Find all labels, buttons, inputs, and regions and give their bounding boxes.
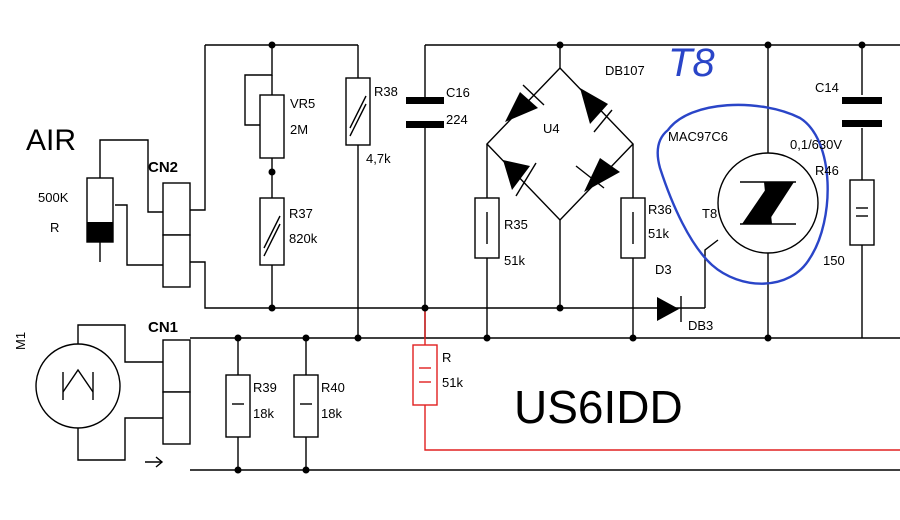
label-bridge: DB107: [605, 63, 645, 78]
label-c16: C16: [446, 85, 470, 100]
label-pot-value: 500K: [38, 190, 69, 205]
capacitor-c14: [842, 97, 882, 127]
resistor-r38: [345, 77, 371, 146]
label-r38: R38: [374, 84, 398, 99]
label-motor: M1: [13, 332, 28, 350]
connector-cn2: [162, 182, 191, 288]
trimmer-vr5: [259, 94, 285, 159]
resistor-r35: [474, 197, 500, 259]
label-r39: R39: [253, 380, 277, 395]
label-triac-part: MAC97C6: [668, 129, 728, 144]
capacitor-c16: [406, 97, 444, 128]
label-vr5-value: 2M: [290, 122, 308, 137]
label-r36: R36: [648, 202, 672, 217]
arrow-icon: [145, 456, 164, 468]
label-d3: D3: [655, 262, 672, 277]
triac-t8: [717, 152, 819, 254]
label-db3: DB3: [688, 318, 713, 333]
connector-cn1: [162, 339, 191, 445]
bridge-rectifier-db107: [503, 84, 620, 197]
label-air: AIR: [26, 124, 76, 157]
label-r36-value: 51k: [648, 226, 669, 241]
label-r40: R40: [321, 380, 345, 395]
added-resistor-wiring: [412, 308, 900, 451]
label-r37: R37: [289, 206, 313, 221]
label-r46: R46: [815, 163, 839, 178]
label-r35-value: 51k: [504, 253, 525, 268]
label-r40-value: 18k: [321, 406, 342, 421]
resistor-r36: [620, 197, 646, 259]
label-c16-value: 224: [446, 112, 468, 127]
pot-air-adjust: [86, 177, 114, 243]
label-r39-value: 18k: [253, 406, 274, 421]
label-cn1: CN1: [148, 319, 178, 336]
author-callsign: US6IDD: [514, 381, 683, 433]
label-r46-value: 150: [823, 253, 845, 268]
label-r-added-value: 51k: [442, 375, 463, 390]
label-c14: C14: [815, 80, 839, 95]
label-vr5: VR5: [290, 96, 315, 111]
label-r35: R35: [504, 217, 528, 232]
label-r-added: R: [442, 350, 451, 365]
labels: AIR 500K R CN2 CN1 M1 VR5 2M R37 820k R3…: [13, 41, 845, 433]
resistor-r37: [259, 197, 285, 266]
label-r37-value: 820k: [289, 231, 318, 246]
label-pot-name: R: [50, 220, 59, 235]
motor-m1: [35, 343, 121, 429]
diac-d3: [657, 296, 682, 322]
label-r38-value: 4,7k: [366, 151, 391, 166]
resistor-r40: [293, 374, 319, 438]
resistor-r46: [849, 179, 875, 246]
label-cn2: CN2: [148, 159, 178, 176]
label-t8: T8: [702, 206, 717, 221]
label-c14-value: 0,1/630V: [790, 137, 842, 152]
junction-dots: [234, 41, 866, 474]
resistor-r-added: [412, 344, 438, 406]
label-t8-handwritten: T8: [668, 41, 715, 85]
resistor-r39: [225, 374, 251, 438]
label-u4: U4: [543, 121, 560, 136]
handwritten-annotation: [656, 103, 829, 285]
